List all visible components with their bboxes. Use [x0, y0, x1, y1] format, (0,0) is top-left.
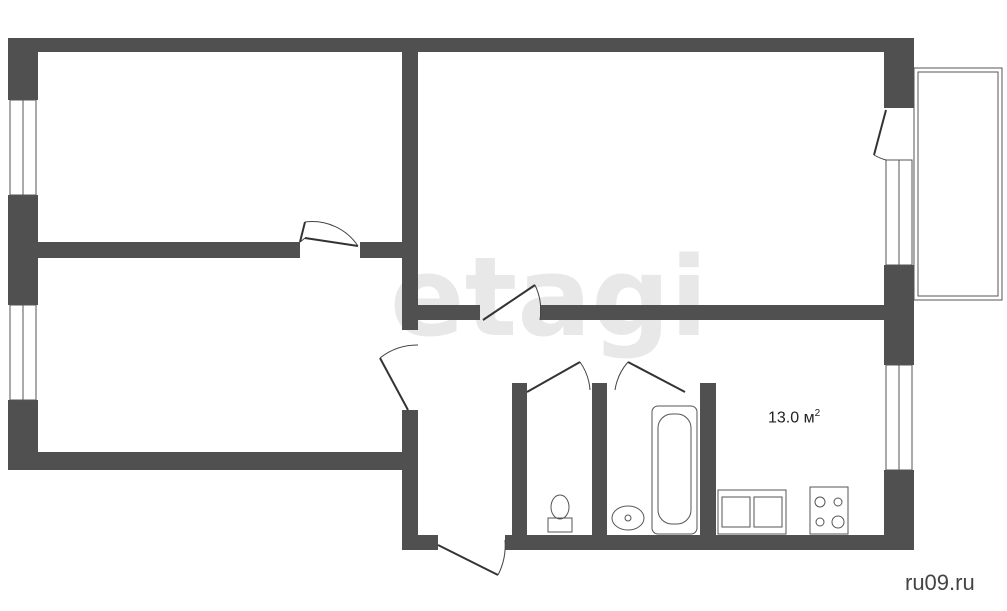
sink-icon: [717, 489, 787, 535]
site-watermark: ru09.ru: [905, 570, 975, 595]
balcony: [913, 67, 1003, 301]
bathtub-icon: [651, 405, 698, 535]
walls: [8, 38, 914, 550]
washbasin-icon: [611, 505, 645, 531]
fixtures: [547, 405, 849, 535]
doors: [299, 109, 887, 576]
kitchen-area-unit: 2: [814, 408, 821, 419]
kitchen-area-value: 13.0 м: [768, 409, 815, 427]
watermark: etagi: [390, 233, 708, 361]
windows: [9, 99, 913, 471]
stove-icon: [809, 486, 849, 535]
kitchen-area-label: 13.0 м2: [768, 408, 820, 427]
toilet-icon: [547, 494, 573, 533]
